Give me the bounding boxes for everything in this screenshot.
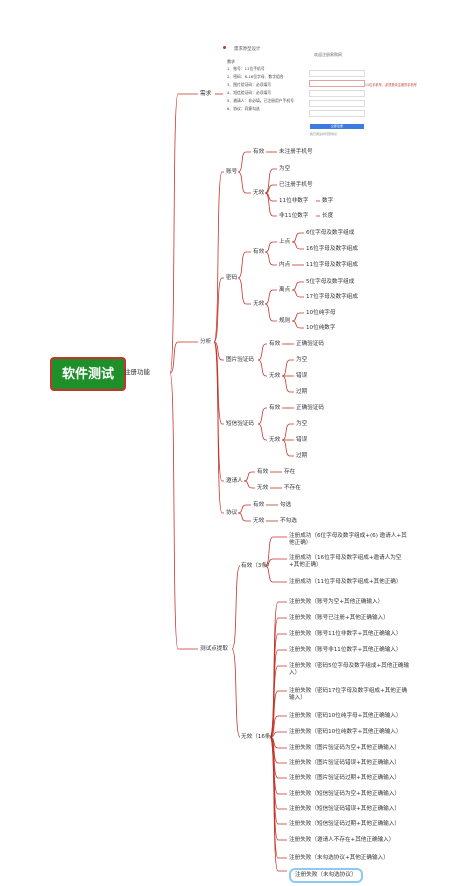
invalid-case-16[interactable]: 注册失败（未勾选协议） (289, 868, 363, 883)
node-sms-captcha-invalid-2[interactable]: 错误 (296, 437, 308, 443)
node-inviter[interactable]: 邀请人 (226, 478, 243, 484)
node-requirement[interactable]: 需求 (200, 91, 212, 97)
bullet-icon (223, 46, 226, 49)
invalid-case-10[interactable]: 注册失败（图片验证码过期+其他正确输入） (289, 775, 400, 781)
invalid-case-14[interactable]: 注册失败（邀请人不存在+其他正确输入） (289, 837, 395, 843)
node-password-valid[interactable]: 有效 (253, 249, 265, 255)
register-form-mock: 欢迎注册易购网 立即注册 我已阅读并同意协议 (306, 52, 366, 136)
requirement-line: 2、密码：6-16位字母、数字组合 (227, 74, 284, 79)
requirement-line: 1、账号：11位手机号 (227, 66, 265, 71)
node-password-inner[interactable]: 内点 (279, 262, 291, 268)
node-sms-captcha-invalid[interactable]: 无效 (269, 437, 281, 443)
requirement-title: 需求原型设计 (234, 47, 261, 52)
node-account[interactable]: 账号 (226, 169, 238, 175)
node-sms-captcha-valid[interactable]: 有效 (269, 405, 281, 411)
requirement-header: 需求 (227, 59, 235, 64)
node-analysis[interactable]: 分析 (200, 339, 212, 345)
node-account-invalid[interactable]: 无效 (253, 190, 265, 196)
requirement-line: 4、短信验证码：必须填写 (227, 90, 272, 95)
node-password-off[interactable]: 离点 (279, 287, 291, 293)
register-button-mock: 立即注册 (310, 124, 364, 129)
invalid-case-7[interactable]: 注册失败（密码10位纯数字+其他正确输入） (289, 729, 402, 735)
node-image-captcha-invalid[interactable]: 无效 (269, 373, 281, 379)
node-account-valid-1[interactable]: 未注册手机号 (279, 149, 313, 155)
node-inviter-valid-1[interactable]: 存在 (284, 469, 296, 475)
inviter-field-mock (309, 110, 365, 117)
node-agreement-invalid-1[interactable]: 不勾选 (280, 518, 297, 524)
node-password-invalid[interactable]: 无效 (253, 301, 265, 307)
requirement-card: 需求原型设计 需求 1、账号：11位手机号 2、密码：6-16位字母、数字组合 … (223, 44, 318, 148)
node-testpoints[interactable]: 测试点提取 (200, 646, 228, 652)
node-password[interactable]: 密码 (226, 275, 238, 281)
node-account-invalid-2[interactable]: 已注册手机号 (279, 182, 313, 188)
node-sms-captcha-valid-1[interactable]: 正确验证码 (296, 405, 324, 411)
invalid-case-9[interactable]: 注册失败（图片验证码错误+其他正确输入） (289, 760, 400, 766)
invalid-case-15[interactable]: 注册失败（未勾选协议+其他正确输入） (289, 855, 389, 861)
node-image-captcha-invalid-2[interactable]: 错误 (296, 373, 308, 379)
invalid-case-8[interactable]: 注册失败（图片验证码为空+其他正确输入） (289, 745, 400, 751)
node-password-rule-2[interactable]: 10位纯数字 (306, 325, 336, 331)
node-agreement-valid[interactable]: 有效 (253, 502, 265, 508)
form-title: 欢迎注册易购网 (314, 52, 342, 57)
form-note: 我已阅读并同意协议 (310, 132, 338, 136)
sms-captcha-field-mock (309, 100, 365, 107)
node-inviter-invalid-1[interactable]: 不存在 (284, 485, 301, 491)
invalid-case-2[interactable]: 注册失败（账号11位非数字+其他正确输入） (289, 631, 402, 637)
root-node[interactable]: 软件测试 (50, 357, 126, 391)
node-image-captcha-valid-1[interactable]: 正确验证码 (296, 341, 324, 347)
node-register[interactable]: 注册功能 (124, 368, 150, 376)
node-valid-cases[interactable]: 有效（3条） (241, 563, 273, 569)
invalid-case-13[interactable]: 注册失败（短信验证码过期+其他正确输入） (289, 821, 400, 827)
node-account-invalid-3[interactable]: 11位非数字 (279, 198, 309, 204)
node-invalid-cases[interactable]: 无效（16条） (241, 734, 277, 740)
node-password-upper-1[interactable]: 6位字母及数字组成 (306, 230, 355, 236)
node-inviter-valid[interactable]: 有效 (257, 469, 269, 475)
valid-case-0[interactable]: 注册成功（6位字母及数字组成+(6) 邀请人+其他正确） (289, 533, 407, 546)
node-sms-captcha-invalid-3[interactable]: 过期 (296, 453, 308, 459)
form-annotation: 11位手机号，必须是未注册的手机号 (365, 83, 417, 87)
invalid-case-11[interactable]: 注册失败（短信验证码为空+其他正确输入） (289, 791, 400, 797)
requirement-line: 5、邀请人：非必填，已注册用户手机号 (227, 98, 294, 103)
requirement-line: 3、图片验证码：必须填写 (227, 82, 272, 87)
password-field-mock (309, 80, 365, 87)
node-agreement[interactable]: 协议 (226, 510, 238, 516)
image-captcha-field-mock (309, 90, 365, 97)
node-password-rule[interactable]: 规则 (279, 318, 291, 324)
node-account-valid[interactable]: 有效 (253, 149, 265, 155)
node-password-upper-2[interactable]: 16位字母及数字组成 (306, 246, 358, 252)
invalid-case-0[interactable]: 注册失败（账号为空+其他正确输入） (289, 599, 384, 605)
invalid-case-3[interactable]: 注册失败（账号非11位数字+其他正确输入） (289, 647, 402, 653)
node-image-captcha-valid[interactable]: 有效 (269, 341, 281, 347)
phone-field-mock (309, 70, 365, 77)
node-account-invalid-3a[interactable]: 数字 (322, 198, 334, 204)
node-account-invalid-4[interactable]: 非11位数字 (279, 213, 309, 219)
root-label: 软件测试 (61, 366, 114, 382)
node-account-invalid-1[interactable]: 为空 (279, 166, 291, 172)
invalid-case-6[interactable]: 注册失败（密码10位纯字母+其他正确输入） (289, 713, 402, 719)
invalid-case-12[interactable]: 注册失败（短信验证码错误+其他正确输入） (289, 806, 400, 812)
node-sms-captcha-invalid-1[interactable]: 为空 (296, 421, 308, 427)
node-inviter-invalid[interactable]: 无效 (257, 485, 269, 491)
valid-case-2[interactable]: 注册成功（11位字母及数字组成+其他正确） (289, 579, 402, 585)
node-account-invalid-4a[interactable]: 长度 (322, 213, 334, 219)
node-password-upper[interactable]: 上点 (279, 239, 291, 245)
invalid-case-5[interactable]: 注册失败（密码17位字母及数字组成+其他正确输入） (289, 688, 408, 701)
node-image-captcha-invalid-1[interactable]: 为空 (296, 357, 308, 363)
invalid-case-1[interactable]: 注册失败（账号已注册+其他正确输入） (289, 615, 389, 621)
node-password-off-2[interactable]: 17位字母及数字组成 (306, 294, 358, 300)
node-agreement-invalid[interactable]: 无效 (253, 518, 265, 524)
node-password-rule-1[interactable]: 10位纯字母 (306, 310, 336, 316)
node-agreement-valid-1[interactable]: 勾选 (280, 502, 292, 508)
node-sms-captcha[interactable]: 短信验证码 (226, 421, 254, 427)
valid-case-1[interactable]: 注册成功（16位字母及数字组成+邀请人为空+其他正确） (289, 555, 402, 568)
node-password-off-1[interactable]: 5位字母及数字组成 (306, 279, 355, 285)
node-image-captcha[interactable]: 图片验证码 (226, 357, 254, 363)
node-image-captcha-invalid-3[interactable]: 过期 (296, 389, 308, 395)
requirement-line: 6、协议：同意勾选 (227, 106, 260, 111)
node-password-inner-1[interactable]: 11位字母及数字组成 (306, 262, 358, 268)
invalid-case-4[interactable]: 注册失败（密码5位字母及数字组成+其他正确输入） (289, 663, 410, 676)
